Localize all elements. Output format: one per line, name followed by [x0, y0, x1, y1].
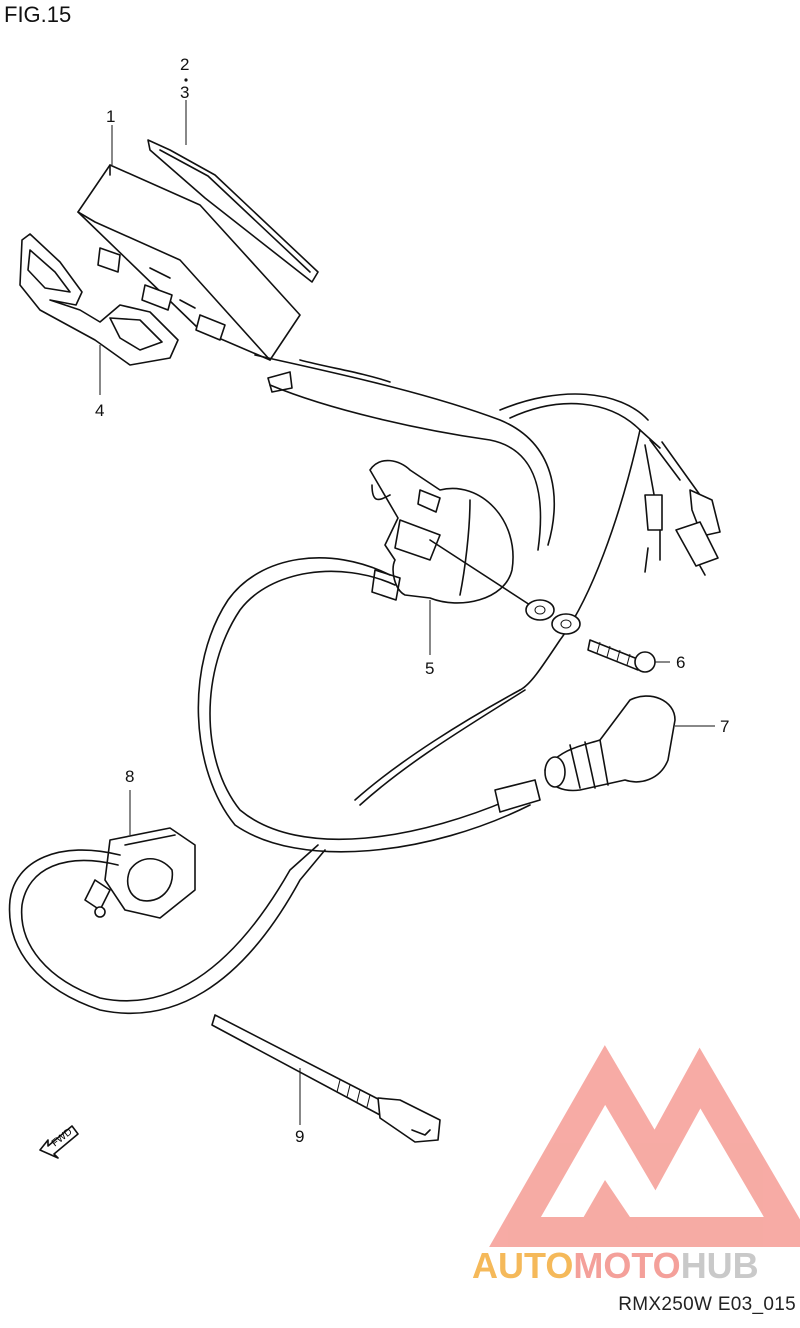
- callout-4: 4: [95, 401, 104, 420]
- wire-harness: [254, 354, 721, 691]
- callout-1: 1: [106, 107, 115, 126]
- watermark-text-auto: AUTOMOTOHUB: [472, 1245, 759, 1286]
- part-9-cable-tie: [211, 1014, 441, 1143]
- callout-8: 8: [125, 767, 134, 786]
- figure-code: RMX250W E03_015: [618, 1294, 796, 1315]
- part-7-plug-cap: [544, 695, 676, 792]
- callout-5: 5: [425, 659, 434, 678]
- figure-title: FIG.15: [4, 2, 72, 27]
- callout-leaders: [99, 100, 715, 1125]
- watermark-text: AUTOMOTOHUB: [472, 1245, 759, 1286]
- callout-7: 7: [720, 717, 729, 736]
- watermark-auto: AUTO: [472, 1245, 573, 1286]
- part-6-washers-and-screw: [525, 599, 656, 673]
- watermark-moto: MOTO: [573, 1245, 680, 1286]
- fwd-arrow-icon: FWD: [39, 1125, 79, 1159]
- part-5-ignition-coil: [369, 459, 531, 606]
- high-tension-lead: [197, 557, 541, 853]
- callout-6: 6: [676, 653, 685, 672]
- part-1-cdi-unit: [77, 164, 301, 361]
- part-2-3-plate: [147, 139, 319, 283]
- callout-dot: [184, 78, 188, 82]
- watermark-logo: [489, 1045, 800, 1247]
- part-8-switch: [8, 827, 326, 1014]
- callout-2: 2: [180, 55, 189, 74]
- watermark-hub: HUB: [681, 1245, 759, 1286]
- part-4-bracket: [19, 233, 179, 366]
- callouts: 1 2 3 4 5 6 7 8 9: [95, 55, 729, 1146]
- callout-9: 9: [295, 1127, 304, 1146]
- callout-3: 3: [180, 83, 189, 102]
